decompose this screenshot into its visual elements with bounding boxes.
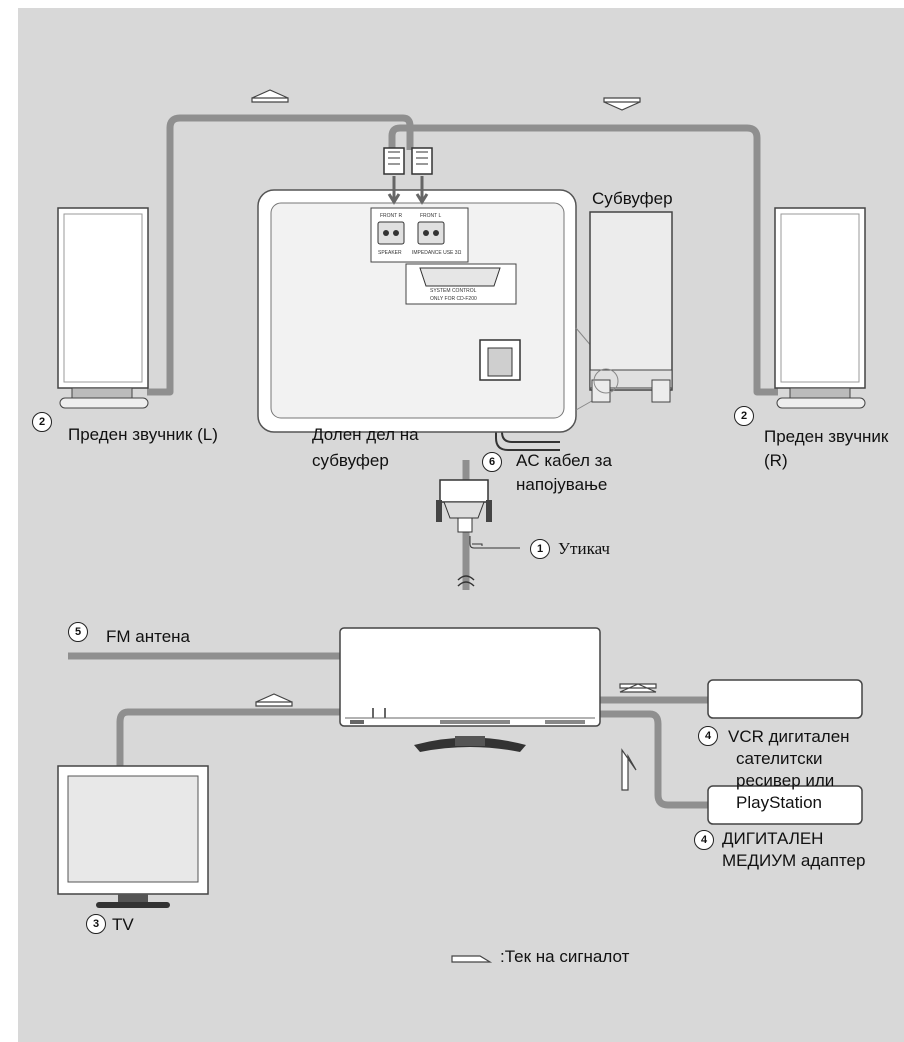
front-speaker-right: [774, 207, 866, 409]
vcr-label-line2: сателитски: [736, 749, 823, 768]
number-badge-2-right: 2: [734, 406, 754, 426]
connector-label: Утикач: [558, 539, 610, 558]
panel-impedance-label: IMPEDANCE USE 3Ω: [412, 250, 462, 256]
panel-only-for-label: ONLY FOR CD-F200: [430, 296, 477, 302]
ac-cable-label-line1: AC кабел за: [516, 451, 612, 470]
number-badge-4-vcr: 4: [698, 726, 718, 746]
panel-front-l-label: FRONT L: [420, 213, 442, 219]
vcr-label-line1: VCR дигитален: [728, 727, 850, 746]
number-badge-3: 3: [86, 914, 106, 934]
ac-cable-label-line2: напојување: [516, 475, 608, 494]
vcr-label-line3: ресивер или: [736, 771, 835, 790]
panel-system-control-label: SYSTEM CONTROL: [430, 288, 477, 294]
speaker-plugs: [383, 147, 433, 205]
tv-set: [57, 765, 209, 908]
subwoofer-bottom-label-line2: субвуфер: [312, 451, 389, 470]
subwoofer-bottom-label-line1: Долен дел на: [312, 425, 419, 444]
subwoofer-label: Субвуфер: [592, 189, 673, 208]
main-unit: [339, 627, 601, 752]
signal-arrow-right-speaker: [603, 97, 641, 111]
signal-arrow-left-speaker: [251, 89, 289, 103]
signal-arrows: [251, 89, 657, 963]
signal-arrow-tv: [255, 693, 293, 707]
tv-label: TV: [112, 915, 134, 934]
panel-speaker-label: SPEAKER: [378, 250, 402, 256]
number-badge-6: 6: [482, 452, 502, 472]
cable-front-left: [147, 114, 414, 396]
cable-tv: [116, 708, 340, 768]
digital-media-label-line2: МЕДИУМ адаптер: [722, 851, 866, 870]
digital-media-label-line1: ДИГИТАЛЕН: [722, 829, 824, 848]
number-badge-2-left: 2: [32, 412, 52, 432]
legend-label: :Тек на сигналот: [500, 947, 630, 966]
fm-antenna-label: FM антена: [106, 627, 191, 646]
number-badge-4-digital-media: 4: [694, 830, 714, 850]
cable-front-right: [388, 124, 778, 396]
signal-arrow-digital-media: [621, 748, 637, 791]
front-left-label: Преден звучник (L): [68, 425, 218, 444]
front-right-label-line2: (R): [764, 451, 788, 470]
vcr-device: [707, 679, 863, 719]
digital-media-device: [707, 785, 863, 825]
front-right-label-line1: Преден звучник: [764, 427, 889, 446]
number-badge-1: 1: [530, 539, 550, 559]
subwoofer: [589, 211, 673, 403]
legend-arrow: [451, 955, 493, 963]
signal-arrow-vcr: [619, 683, 657, 693]
panel-front-r-label: FRONT R: [380, 213, 403, 219]
cable-digital-media: [600, 710, 708, 809]
front-speaker-left: [57, 207, 149, 409]
number-badge-5: 5: [68, 622, 88, 642]
subwoofer-bottom-panel: [257, 189, 621, 433]
vcr-label-line4: PlayStation: [736, 793, 822, 812]
system-control-connector: [436, 479, 520, 587]
